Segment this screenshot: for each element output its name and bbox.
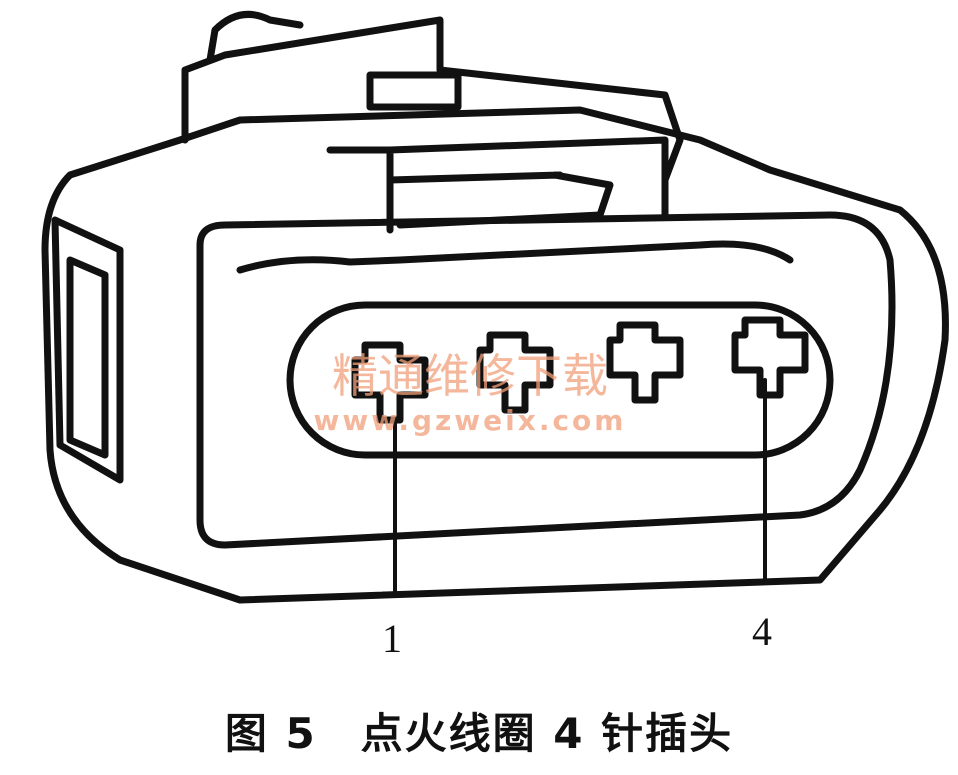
side-window-inner — [66, 256, 109, 459]
pin-cavity-2 — [476, 331, 554, 414]
connector-housing-outline — [41, 106, 949, 604]
latch-tab-left — [206, 10, 304, 64]
front-face-frame — [196, 211, 896, 549]
watermark-chinese: 精通维修下载 — [332, 349, 608, 403]
pin-cavity-1 — [351, 341, 429, 424]
watermark-url: www.gzweix.com — [314, 404, 627, 437]
figure-caption: 图 5 点火线圈 4 针插头 — [224, 709, 734, 758]
pin-carrier — [286, 301, 834, 459]
side-window — [51, 216, 124, 484]
latch-window — [366, 71, 462, 111]
pin-label-1: 1 — [382, 616, 402, 661]
latch-clip — [181, 16, 684, 184]
latch-bridge — [326, 136, 669, 234]
pin-label-4: 4 — [752, 609, 772, 654]
pin-cavity-3 — [606, 321, 684, 404]
inner-recess-edge — [236, 240, 794, 274]
pin-cavity-4 — [731, 316, 809, 399]
